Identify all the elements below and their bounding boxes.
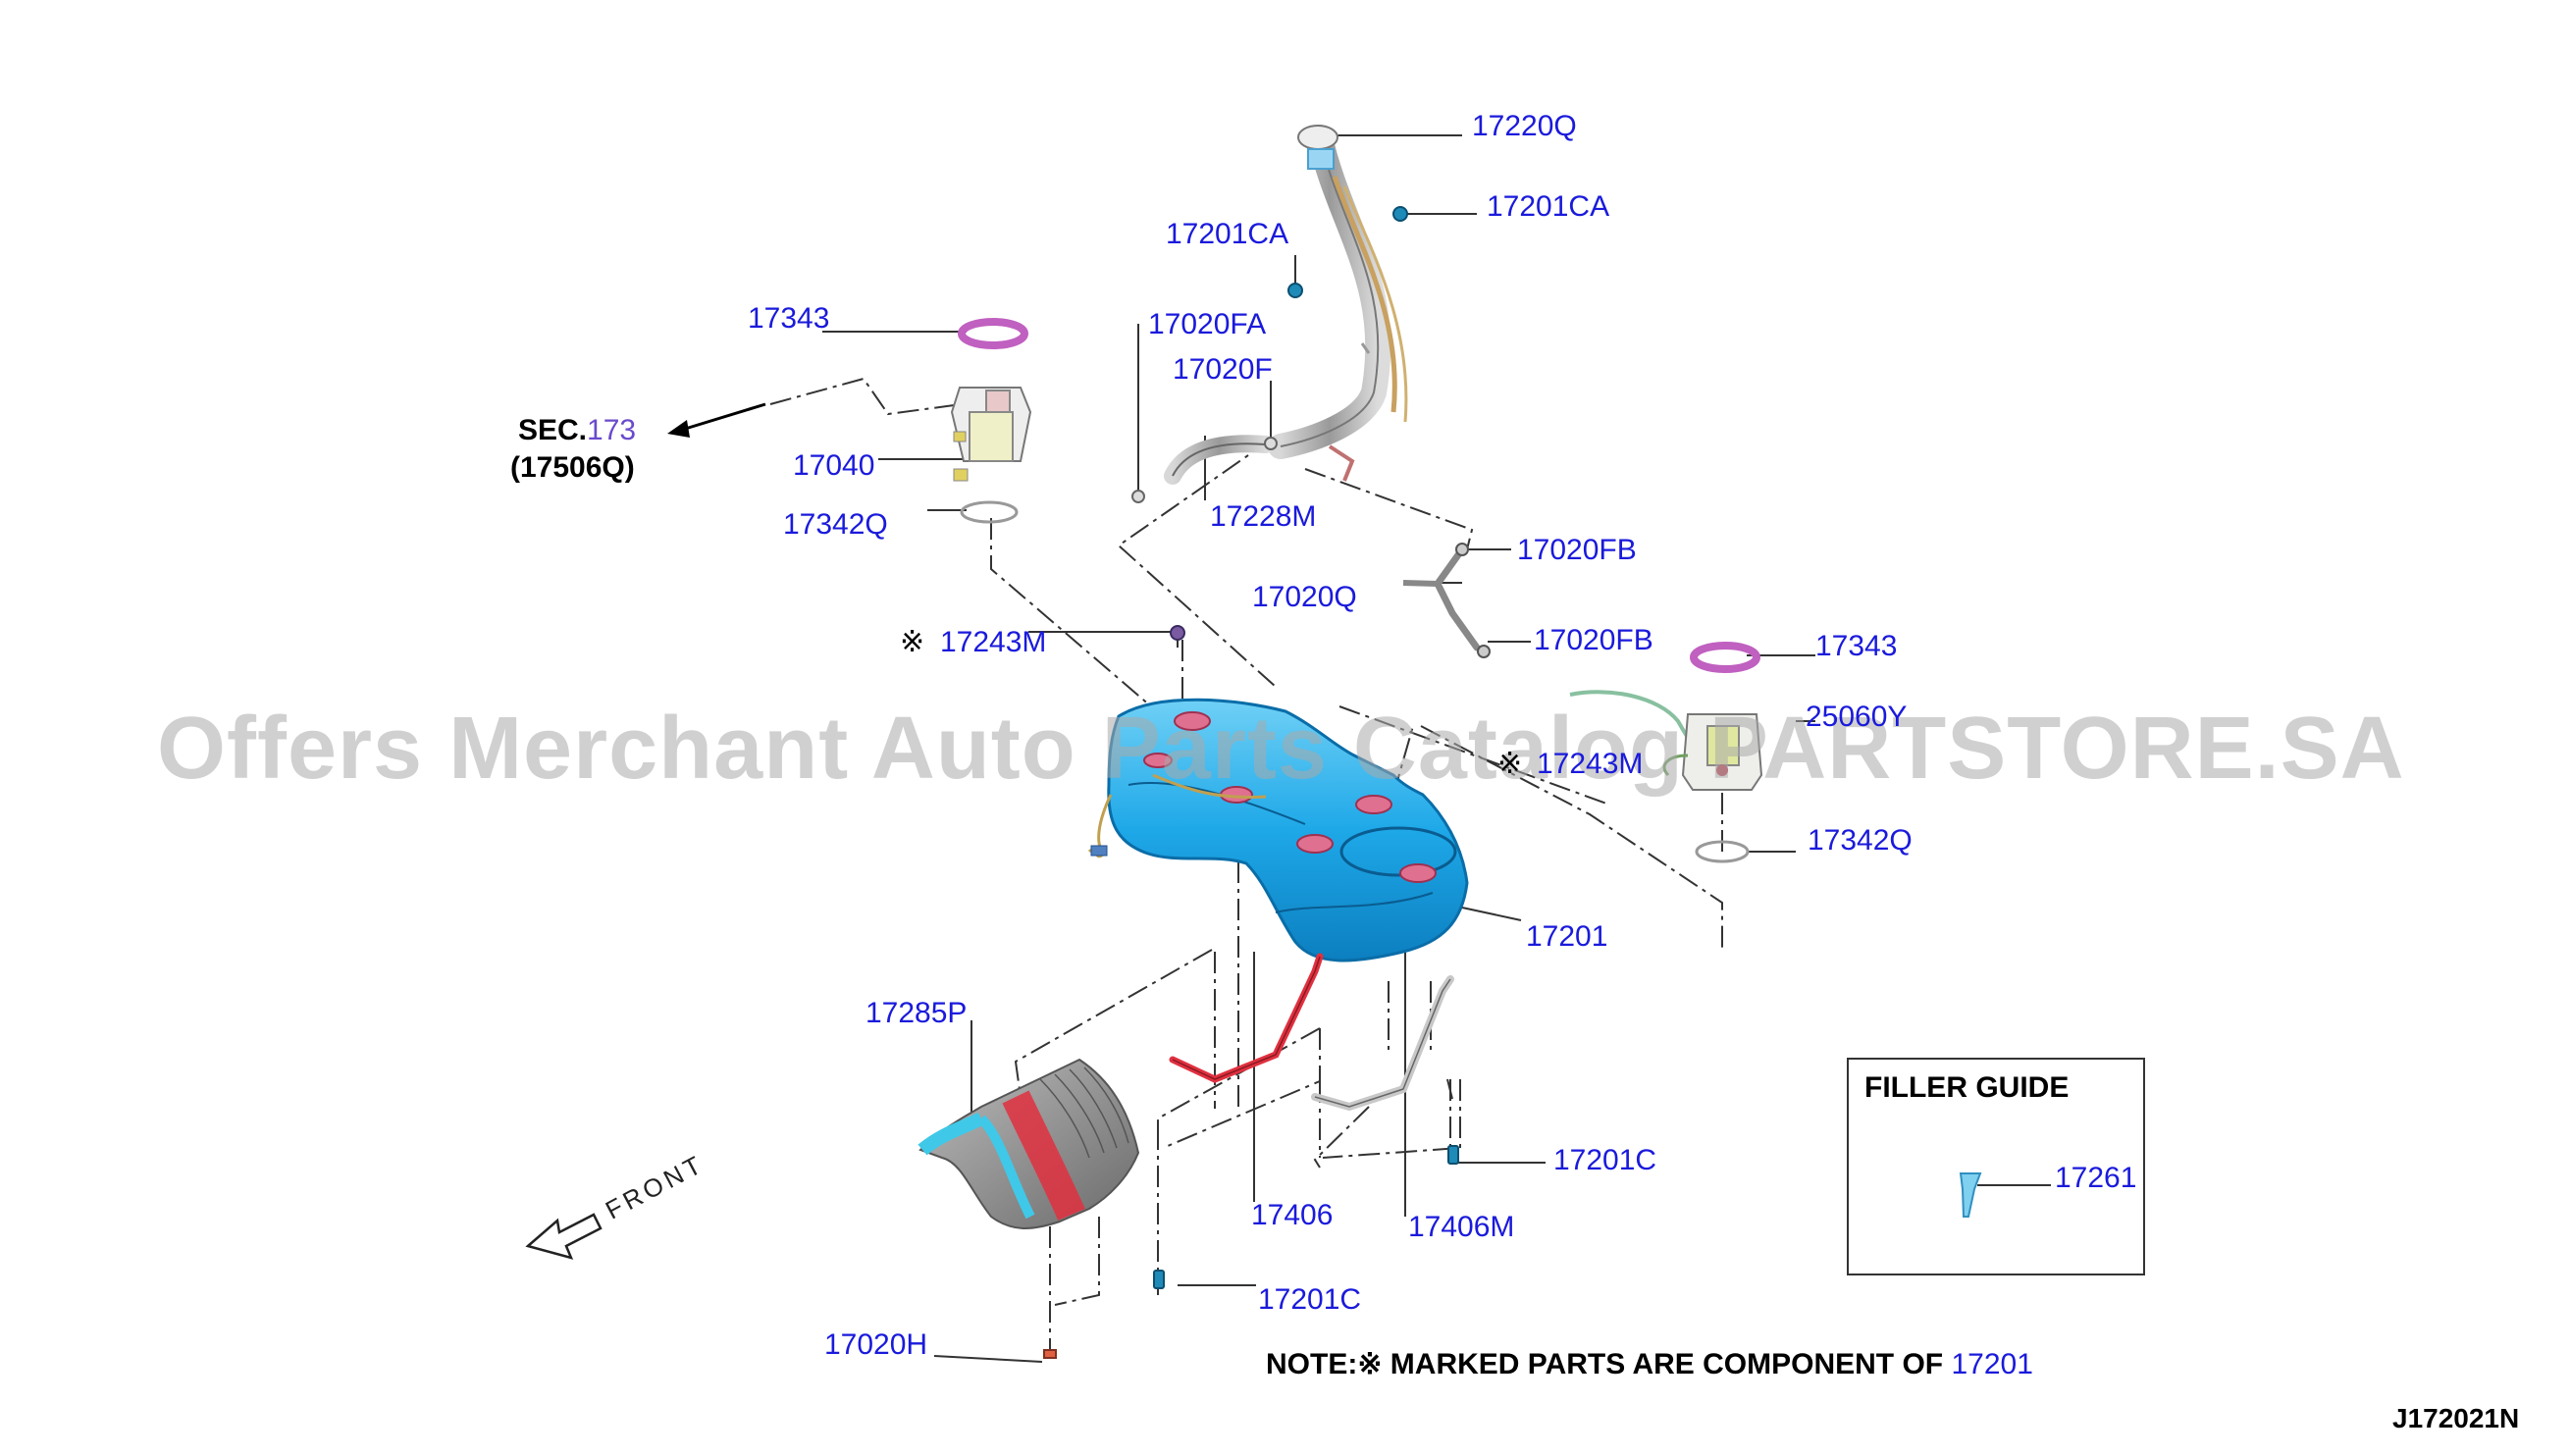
note-text: NOTE:※ MARKED PARTS ARE COMPONENT OF xyxy=(1266,1348,1944,1380)
filler-guide-box xyxy=(1847,1058,2145,1275)
fuel-pump-module-left xyxy=(950,318,1032,524)
part-label-17406m[interactable]: 17406M xyxy=(1408,1211,1515,1243)
heat-shield xyxy=(918,1058,1140,1229)
part-label-17040[interactable]: 17040 xyxy=(793,449,875,482)
part-label-17020q[interactable]: 17020Q xyxy=(1252,581,1357,613)
part-label-17261[interactable]: 17261 xyxy=(2055,1162,2137,1194)
filler-guide-part xyxy=(1959,1172,1982,1218)
part-label-17201ca-left[interactable]: 17201CA xyxy=(1166,218,1289,250)
front-arrow-icon xyxy=(525,1213,603,1260)
filler-guide-title: FILLER GUIDE xyxy=(1864,1071,2070,1104)
sec-sub-reference: (17506Q) xyxy=(510,451,635,484)
part-label-17020fa[interactable]: 17020FA xyxy=(1148,308,1267,340)
sec-reference[interactable]: SEC.173 xyxy=(518,416,636,445)
part-label-17342q-top[interactable]: 17342Q xyxy=(783,508,888,541)
part-label-17285p[interactable]: 17285P xyxy=(865,997,968,1029)
filler-tube-assembly xyxy=(1268,125,1408,482)
component-mark-icon: ※ xyxy=(900,625,925,659)
tank-strap-17406m xyxy=(1311,975,1454,1112)
diagram-id: J172021N xyxy=(2392,1403,2520,1433)
hose-17228m xyxy=(1131,435,1278,503)
nut-icon xyxy=(1043,1349,1057,1359)
tank-strap-17406 xyxy=(1169,953,1324,1083)
bolt-icon xyxy=(1153,1145,1459,1289)
sec-prefix: SEC. xyxy=(518,414,588,446)
part-label-17343-top[interactable]: 17343 xyxy=(748,302,830,335)
fuel-tank xyxy=(1087,625,1469,962)
part-label-17020h[interactable]: 17020H xyxy=(824,1328,928,1361)
part-label-17343-right[interactable]: 17343 xyxy=(1815,630,1898,662)
part-label-17020f[interactable]: 17020F xyxy=(1173,353,1273,386)
clip-icon xyxy=(1287,206,1408,298)
part-label-17342q-right[interactable]: 17342Q xyxy=(1808,824,1913,857)
part-label-17243m-right[interactable]: 17243M xyxy=(1537,748,1644,780)
part-label-17201c-bottom[interactable]: 17201C xyxy=(1258,1283,1362,1316)
component-mark-icon: ※ xyxy=(1497,747,1523,781)
part-label-17020fb-bottom[interactable]: 17020FB xyxy=(1534,624,1653,656)
note-part-link[interactable]: 17201 xyxy=(1951,1348,2033,1380)
fuel-sender-module-right xyxy=(1569,642,1763,863)
part-label-25060y[interactable]: 25060Y xyxy=(1806,701,1908,733)
vent-tube-17020q xyxy=(1402,543,1491,658)
tank-pad xyxy=(1143,711,1437,883)
part-label-17406[interactable]: 17406 xyxy=(1251,1199,1334,1231)
part-label-17020fb-top[interactable]: 17020FB xyxy=(1517,534,1637,566)
part-label-17243m[interactable]: 17243M xyxy=(940,626,1047,658)
part-label-17201[interactable]: 17201 xyxy=(1526,920,1608,953)
part-label-17201ca-right[interactable]: 17201CA xyxy=(1487,190,1610,223)
note-line: NOTE:※ MARKED PARTS ARE COMPONENT OF 172… xyxy=(1266,1350,2033,1379)
part-label-17201c-right[interactable]: 17201C xyxy=(1553,1144,1657,1176)
sec-reference-arrow xyxy=(667,402,766,438)
part-label-17228m[interactable]: 17228M xyxy=(1210,500,1317,533)
part-label-17220q[interactable]: 17220Q xyxy=(1472,110,1577,142)
sec-number[interactable]: 173 xyxy=(587,414,637,446)
